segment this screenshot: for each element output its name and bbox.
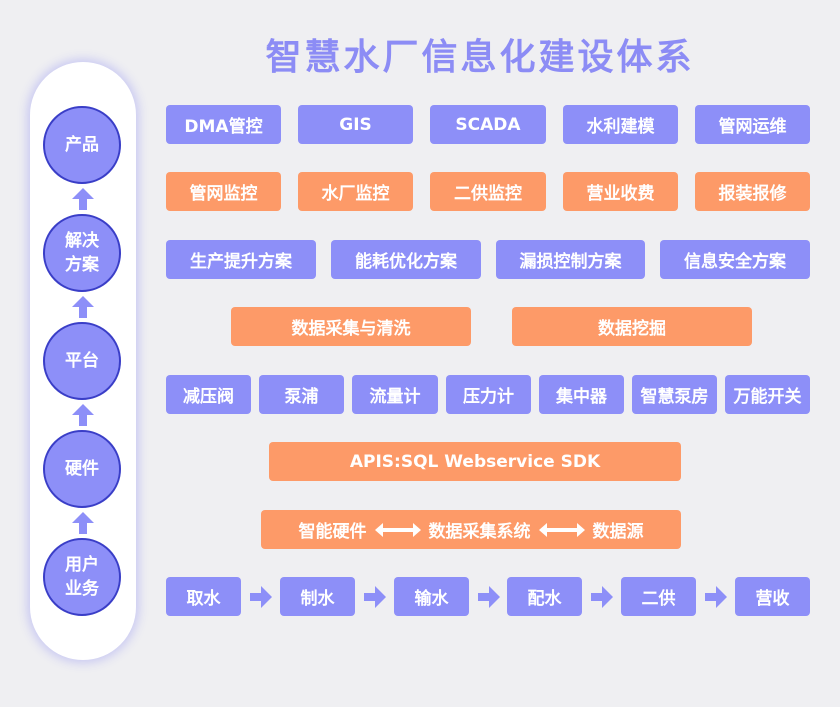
hardware-pump: 泵浦 [259, 375, 344, 414]
chain-data-source: 数据源 [592, 522, 644, 542]
layer-platform-label: 平台 [65, 351, 99, 371]
right-arrow-icon [705, 586, 727, 608]
up-arrow-icon [72, 404, 94, 426]
product-network-ops: 管网运维 [695, 105, 810, 144]
layer-solution: 解决 方案 [43, 214, 121, 292]
flow-intake: 取水 [166, 577, 241, 616]
product-dma: DMA管控 [166, 105, 281, 144]
layer-business-label: 用户 业务 [65, 555, 99, 599]
layer-product-label: 产品 [65, 135, 99, 155]
data-chain-bar: 智能硬件 数据采集系统 数据源 [261, 510, 681, 549]
monitor-water-plant: 水厂监控 [298, 172, 413, 211]
layer-product: 产品 [43, 106, 121, 184]
hardware-flow-meter: 流量计 [352, 375, 438, 414]
solution-production: 生产提升方案 [166, 240, 316, 279]
up-arrow-icon [72, 296, 94, 318]
right-arrow-icon [591, 586, 613, 608]
page-title: 智慧水厂信息化建设体系 [265, 37, 695, 78]
chain-data-system: 数据采集系统 [428, 522, 531, 542]
monitor-billing: 营业收费 [563, 172, 678, 211]
flow-treatment: 制水 [280, 577, 355, 616]
flow-secondary-supply: 二供 [621, 577, 696, 616]
product-gis: GIS [298, 105, 413, 144]
layer-solution-label: 解决 方案 [65, 231, 99, 275]
double-arrow-icon [374, 522, 421, 537]
solution-leakage: 漏损控制方案 [496, 240, 645, 279]
flow-distribution: 配水 [507, 577, 582, 616]
double-arrow-icon [538, 522, 585, 537]
right-arrow-icon [364, 586, 386, 608]
right-arrow-icon [478, 586, 500, 608]
flow-revenue: 营收 [735, 577, 810, 616]
up-arrow-icon [72, 188, 94, 210]
hardware-smart-pump-room: 智慧泵房 [632, 375, 717, 414]
right-arrow-icon [250, 586, 272, 608]
hardware-concentrator: 集中器 [539, 375, 624, 414]
layer-hardware: 硬件 [43, 430, 121, 508]
layer-platform: 平台 [43, 322, 121, 400]
layer-business: 用户 业务 [43, 538, 121, 616]
layer-hardware-label: 硬件 [65, 459, 99, 479]
solution-security: 信息安全方案 [660, 240, 810, 279]
hardware-pressure-gauge: 压力计 [446, 375, 531, 414]
api-bar: APIS:SQL Webservice SDK [269, 442, 681, 481]
monitor-secondary-supply: 二供监控 [430, 172, 546, 211]
solution-energy: 能耗优化方案 [331, 240, 481, 279]
monitor-pipe-network: 管网监控 [166, 172, 281, 211]
product-hydraulic-model: 水利建模 [563, 105, 678, 144]
platform-data-collection: 数据采集与清洗 [231, 307, 471, 346]
flow-transmission: 输水 [394, 577, 469, 616]
chain-smart-hardware: 智能硬件 [298, 522, 367, 542]
hardware-universal-switch: 万能开关 [725, 375, 810, 414]
hardware-pressure-valve: 减压阀 [166, 375, 251, 414]
product-scada: SCADA [430, 105, 546, 144]
up-arrow-icon [72, 512, 94, 534]
monitor-installation-repair: 报装报修 [695, 172, 810, 211]
platform-data-mining: 数据挖掘 [512, 307, 752, 346]
